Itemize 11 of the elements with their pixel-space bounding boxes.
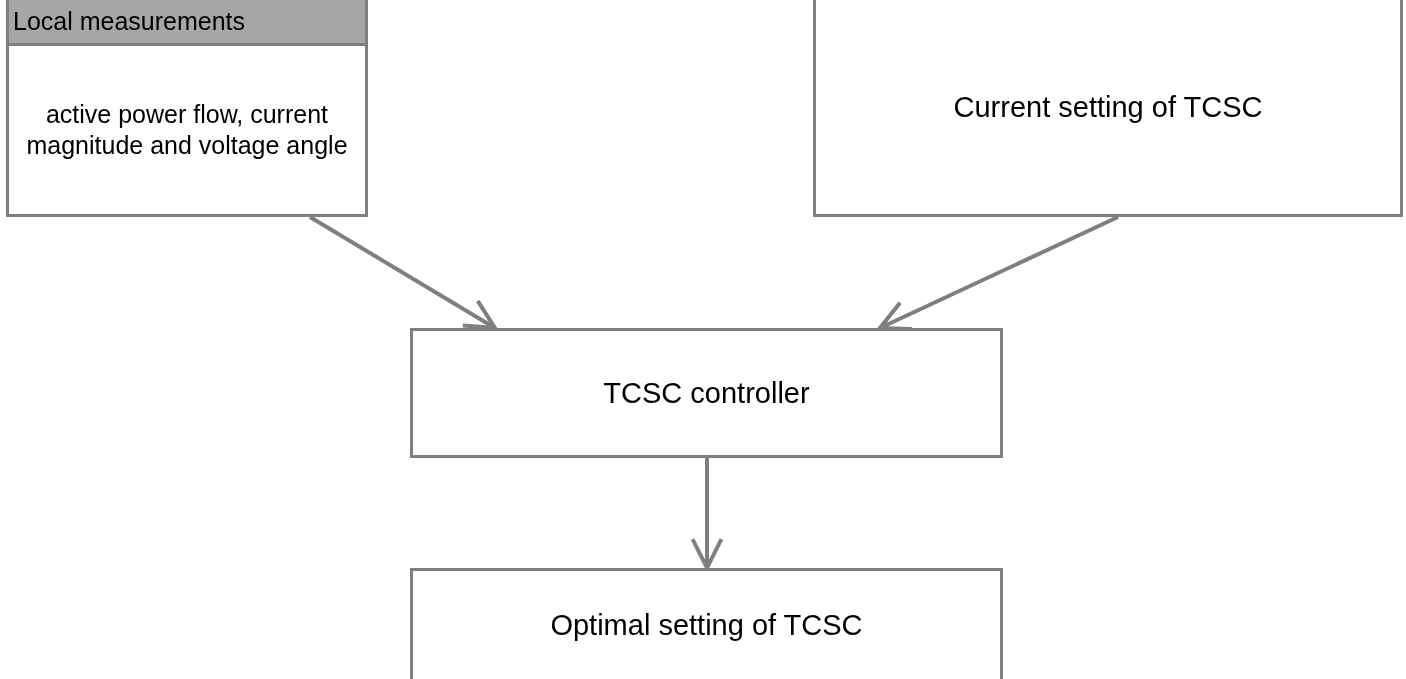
box-text: Optimal setting of TCSC [550, 607, 863, 643]
box-text: Current setting of TCSC [953, 89, 1263, 125]
arrow [690, 458, 724, 570]
box-text: TCSC controller [603, 375, 810, 411]
process-box [410, 568, 1003, 679]
arrow [308, 215, 497, 330]
measurement-box [6, 0, 368, 217]
process-box [410, 328, 1003, 458]
box-text: active power flow, current magnitude and voltage angle [25, 98, 349, 162]
process-box [813, 0, 1403, 217]
box-heading: Local measurements [13, 7, 246, 35]
